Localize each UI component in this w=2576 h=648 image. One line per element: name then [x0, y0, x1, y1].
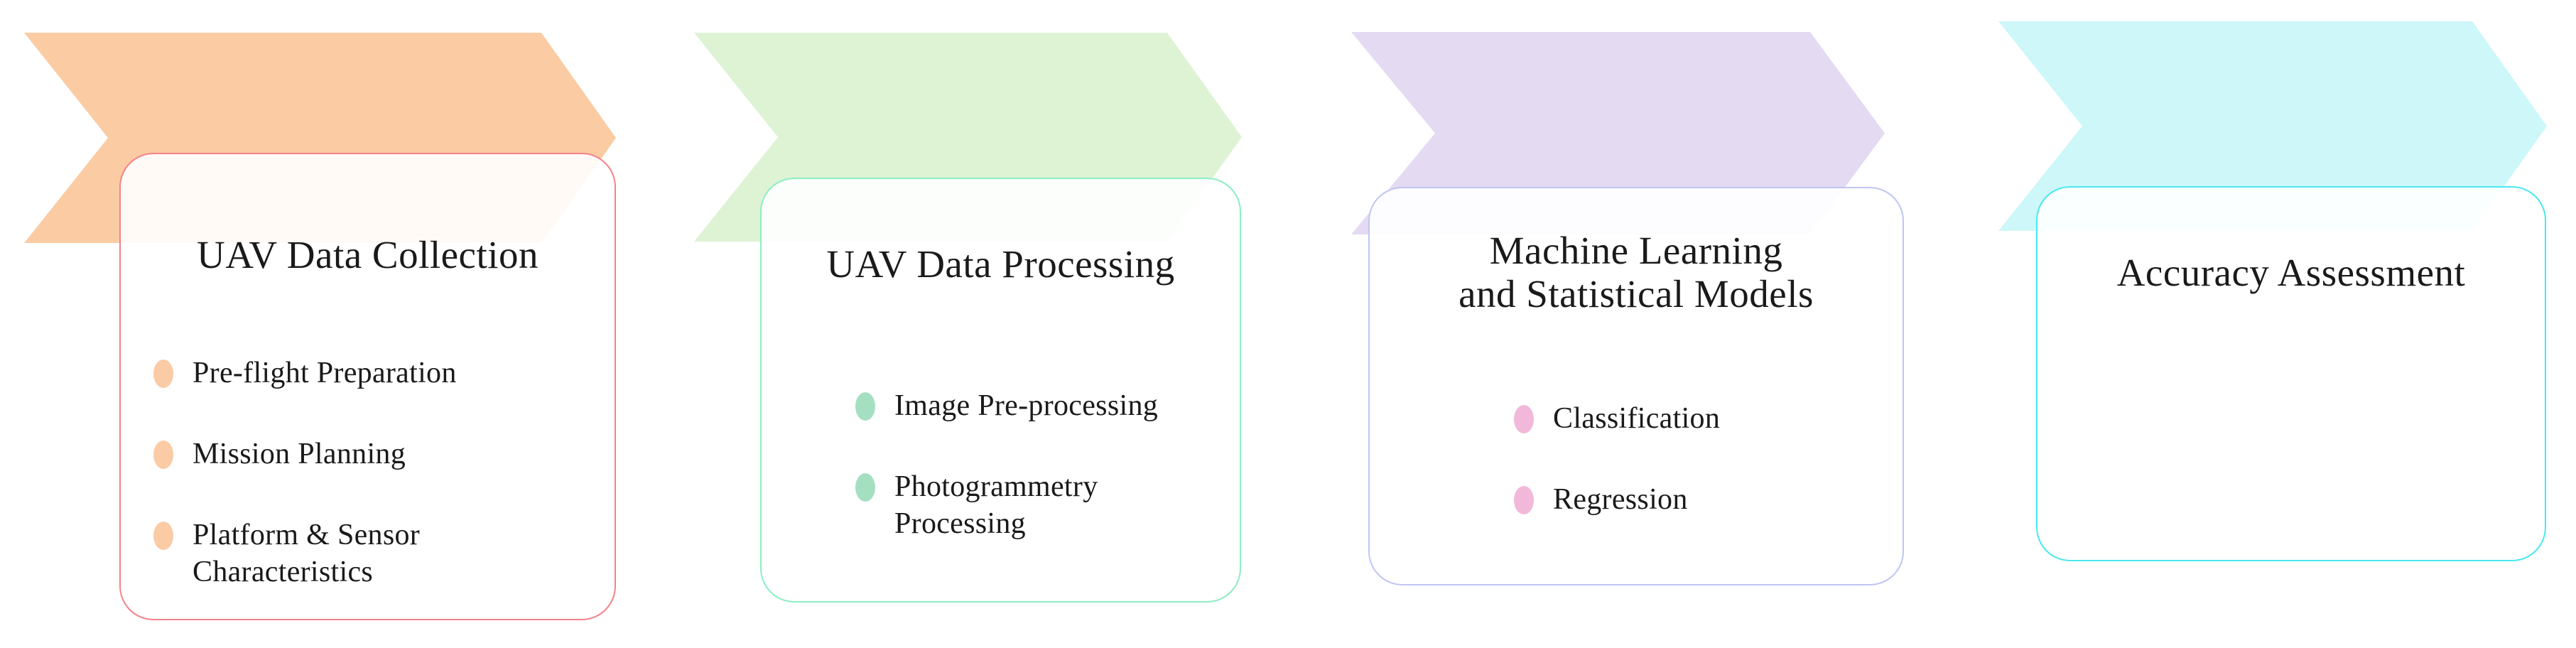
chevron-arrow-shape — [1351, 32, 1885, 234]
bullet-dot — [1514, 405, 1534, 433]
list-item: Regression — [1514, 481, 1720, 518]
stage-card: UAV Data Collection Pre-flight Preparati… — [119, 153, 616, 620]
chevron-arrow-shape — [24, 33, 616, 243]
bullet-dot — [855, 392, 875, 421]
bullet-list: Classification Regression — [1514, 400, 1720, 518]
stage-card: UAV Data Processing Image Pre-processing… — [760, 178, 1241, 603]
stage-title: UAV Data Collection — [196, 233, 539, 276]
list-item: Classification — [1514, 400, 1720, 437]
bullet-label: Regression — [1553, 483, 1688, 516]
list-item: Pre-flight Preparation — [153, 355, 457, 392]
bullet-label: Classification — [1553, 402, 1721, 435]
list-item: Mission Planning — [153, 436, 457, 472]
stage-title: Accuracy Assessment — [2116, 251, 2466, 294]
bullet-dot — [153, 522, 173, 550]
bullet-label: Pre-flight Preparation — [193, 357, 457, 389]
bullet-label: Image Pre-processing — [894, 389, 1159, 422]
bullet-dot — [855, 473, 875, 502]
bullet-list: Pre-flight Preparation Mission Planning … — [153, 355, 457, 590]
list-item: Image Pre-processing — [855, 387, 1158, 424]
chevron-arrow-shape — [694, 33, 1242, 242]
stage-card: Accuracy Assessment — [2036, 186, 2546, 561]
bullet-dot — [153, 441, 173, 469]
stage-title: UAV Data Processing — [826, 242, 1175, 286]
bullet-dot — [153, 360, 173, 388]
chevron-arrow-shape — [1998, 21, 2547, 231]
bullet-label: Mission Planning — [193, 438, 406, 470]
bullet-dot — [1514, 486, 1534, 514]
